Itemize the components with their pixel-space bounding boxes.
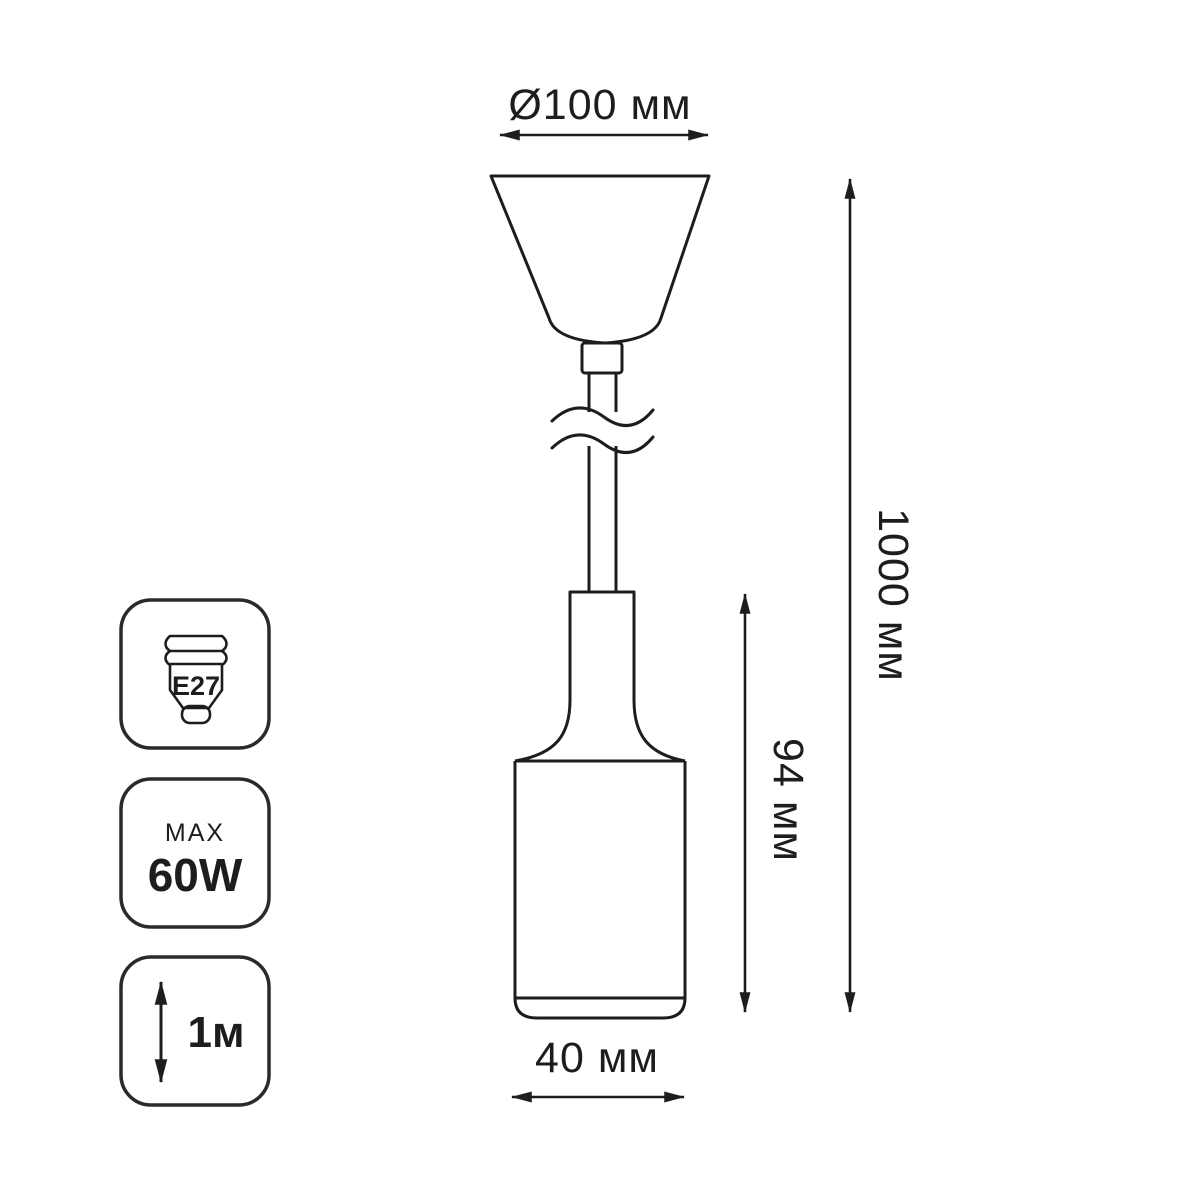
badge-cord-length: 1м — [119, 955, 271, 1107]
badge-length-frame — [119, 955, 271, 1107]
badge-socket-frame — [119, 598, 271, 750]
badge-socket-type: E27 — [119, 598, 271, 750]
socket-width-label: 40 мм — [535, 1034, 659, 1082]
cup-outline — [489, 174, 711, 345]
socket-flare-right — [632, 699, 686, 763]
socket-width-dimension: 40 мм — [510, 1034, 686, 1103]
power-value-label: 60W — [148, 849, 243, 901]
socket-bottom — [513, 997, 687, 1020]
total-height-dimension: 1000 мм — [844, 177, 917, 1014]
base-contact-tip — [180, 704, 212, 725]
ceiling-cup — [489, 174, 711, 375]
cord — [550, 373, 655, 592]
lamp-socket — [513, 590, 687, 1020]
lamp-screw-base-icon — [164, 634, 228, 725]
socket-height-label: 94 мм — [764, 738, 812, 862]
badge-max-power: MAX 60W — [119, 777, 271, 929]
top-diameter-dimension: Ø100 мм — [498, 81, 710, 141]
power-max-label: MAX — [165, 819, 225, 847]
break-wave-top — [550, 406, 655, 427]
cord-break-wave-icon — [550, 406, 655, 454]
break-wave-bottom — [550, 433, 655, 454]
socket-height-dimension: 94 мм — [739, 592, 812, 1014]
socket-flare-left — [514, 699, 572, 763]
badge-power-frame — [119, 777, 271, 929]
cord-grip — [580, 341, 624, 375]
socket-neck — [568, 590, 636, 700]
socket-type-label: E27 — [172, 671, 220, 701]
diameter-label: Ø100 мм — [508, 81, 691, 129]
length-value-label: 1м — [187, 1008, 244, 1057]
total-height-label: 1000 мм — [869, 508, 917, 682]
